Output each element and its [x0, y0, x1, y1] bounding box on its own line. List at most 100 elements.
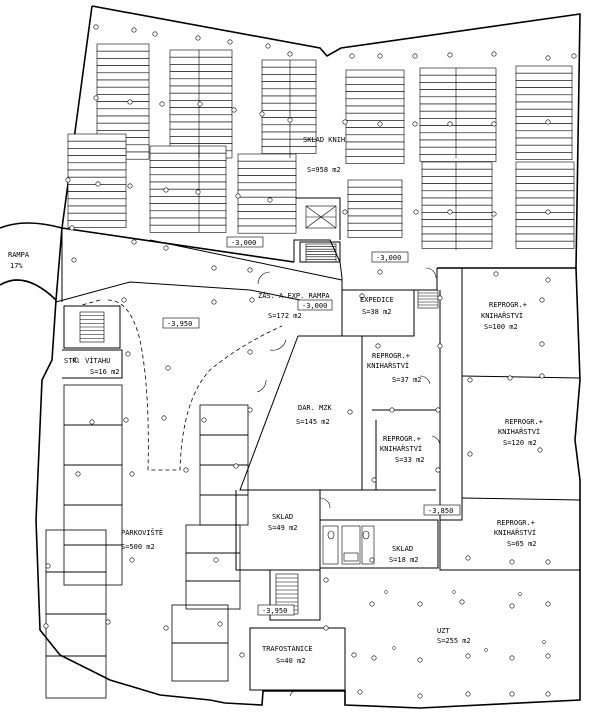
shelf-row: [96, 115, 150, 124]
shelf-row: [347, 201, 403, 210]
shelf-row: [67, 148, 127, 156]
column: [231, 107, 237, 113]
inner-walls: [55, 197, 581, 691]
column: [491, 51, 497, 57]
shelf-row: [419, 146, 497, 155]
shelf-row: [149, 217, 227, 226]
column: [211, 265, 217, 271]
shelf-row: [169, 71, 233, 80]
shelf-row: [515, 108, 573, 117]
shelf-row: [169, 128, 233, 137]
room-name: KNIHAŘSTVÍ: [494, 528, 536, 537]
column: [247, 349, 253, 355]
shelf-row: [67, 220, 127, 228]
shelf-row: [237, 204, 297, 212]
column: [267, 197, 273, 203]
room-name: REPROGR.+: [383, 435, 421, 443]
shelf-row: [419, 125, 497, 134]
shelf-row: [67, 169, 127, 178]
shelf-row: [169, 85, 233, 94]
column: [211, 299, 217, 305]
column: [507, 375, 513, 381]
shelf-row: [237, 225, 297, 234]
stair-outline: [305, 243, 337, 263]
shelf-row: [96, 65, 150, 74]
shelf-row: [347, 222, 403, 231]
column: [447, 52, 453, 58]
shelf-row: [345, 148, 405, 157]
column: [287, 117, 293, 123]
column: [105, 619, 111, 625]
shelf-row: [67, 155, 127, 164]
shelf-row: [237, 218, 297, 227]
column: [342, 209, 348, 215]
shelf-row: [96, 50, 150, 59]
parking-spaces: [45, 384, 249, 699]
column: [493, 271, 499, 277]
column: [377, 121, 383, 127]
shelving: [67, 43, 575, 250]
ceiling-mark: [542, 640, 546, 644]
level-markers: -3,000 -3,000 -3,000 -3,950 -3,850 -3,95…: [162, 236, 461, 616]
shelf-row: [421, 226, 493, 235]
room-name: STR. VÍTAHU: [64, 356, 110, 365]
shelf-row: [515, 219, 575, 228]
shelf-row: [67, 205, 127, 214]
column: [127, 99, 133, 105]
column: [197, 101, 203, 107]
ceiling-mark: [452, 590, 456, 594]
shelf-row: [421, 204, 493, 213]
shelf-row: [96, 94, 150, 102]
shelf-row: [149, 196, 227, 204]
column: [545, 559, 551, 565]
shelf-row: [515, 116, 573, 124]
shelf-row: [149, 203, 227, 212]
room-area: S=49 m2: [268, 524, 298, 532]
column: [371, 477, 377, 483]
room-area: S=18 m2: [389, 556, 419, 564]
column: [417, 657, 423, 663]
column: [239, 652, 245, 658]
shelf-row: [421, 233, 493, 242]
shelf-row: [515, 130, 573, 139]
room-name: KNIHAŘSTVÍ: [367, 361, 409, 370]
room-name: ZÁS. A EXP. RAMPA: [258, 291, 330, 300]
room-name: SKLAD: [272, 513, 293, 521]
shelf-row: [169, 107, 233, 116]
column: [201, 417, 207, 423]
shelf-row: [67, 140, 127, 149]
ceiling-marks: [384, 590, 546, 652]
parking-space: [171, 642, 229, 682]
shelf-row: [237, 211, 297, 220]
shelf-row: [96, 79, 150, 88]
level-marker: -3,850: [428, 507, 453, 515]
column: [437, 343, 443, 349]
column: [377, 269, 383, 275]
shelf-row: [345, 127, 405, 136]
shelf-row: [515, 152, 573, 160]
room-area: S=500 m2: [121, 543, 155, 551]
parking-space: [185, 524, 241, 554]
shelf-row: [515, 123, 573, 132]
shelf-row: [515, 144, 573, 153]
shelf-row: [345, 91, 405, 100]
room-area: S=120 m2: [503, 439, 537, 447]
parking-space: [199, 434, 249, 466]
parking-space: [63, 384, 123, 426]
column: [287, 51, 293, 57]
column: [129, 471, 135, 477]
column: [412, 53, 418, 59]
parking-space: [63, 424, 123, 466]
column: [89, 419, 95, 425]
shelf-row: [421, 183, 493, 192]
level-marker: -3,000: [302, 302, 327, 310]
shelf-row: [149, 167, 227, 176]
shelf-row: [421, 240, 493, 249]
shelf-row: [169, 78, 233, 87]
stair-diagonal: [305, 205, 337, 229]
column: [447, 121, 453, 127]
column: [539, 373, 545, 379]
shelf-row: [96, 108, 150, 117]
ceiling-mark: [384, 590, 388, 594]
